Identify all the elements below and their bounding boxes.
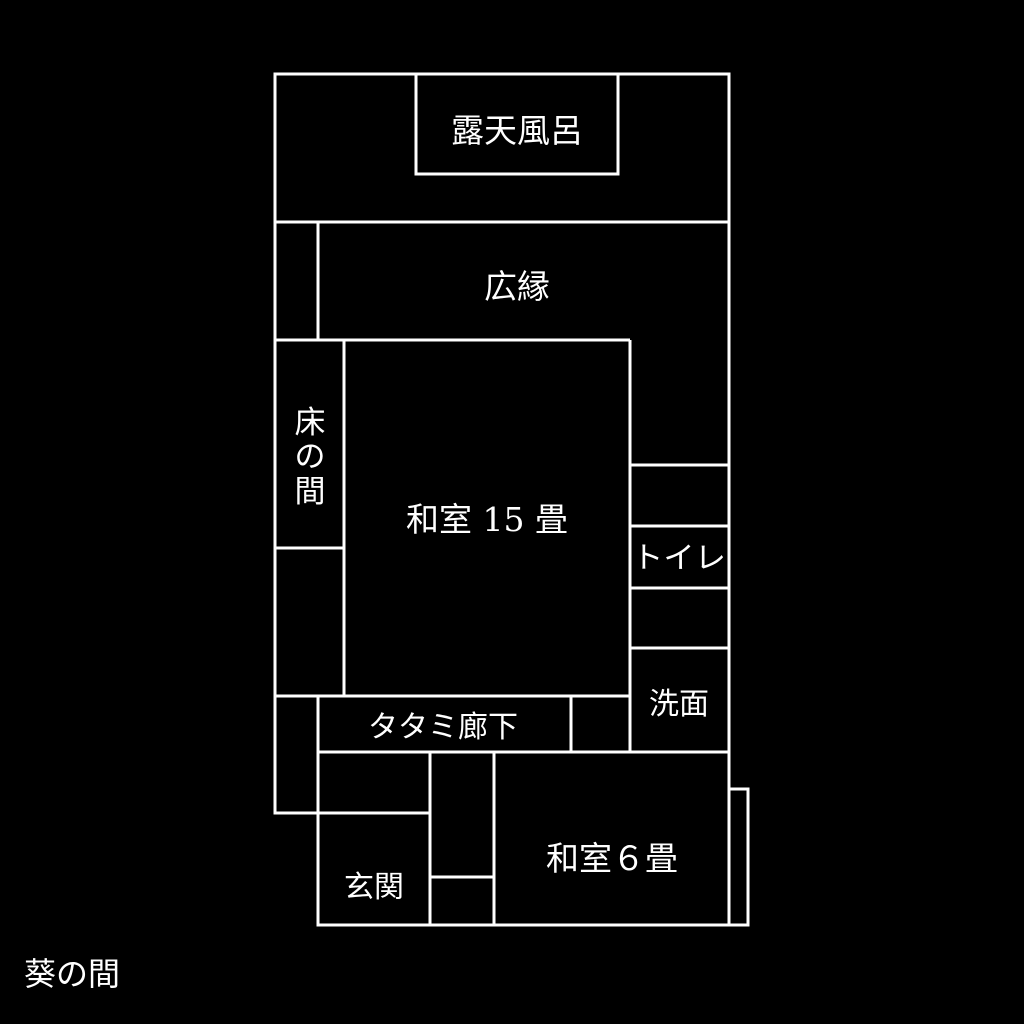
outer-wall — [273, 72, 731, 927]
label-rotenburo: 露天風呂 — [451, 111, 583, 150]
label-hirobuchi: 広縁 — [484, 267, 550, 306]
label-genkan: 玄関 — [344, 870, 404, 905]
tokonoma-char-2: の — [295, 439, 326, 475]
label-tatami-rouka: タタミ廊下 — [368, 710, 518, 745]
label-toilet: トイレ — [632, 541, 726, 576]
label-tokonoma: 床 の 間 — [295, 405, 326, 510]
tokonoma-char-3: 間 — [295, 474, 326, 510]
tokonoma-char-1: 床 — [295, 405, 326, 441]
rotenburo-room — [414, 72, 620, 176]
label-washitsu-6: 和室６畳 — [546, 839, 678, 878]
label-washitsu-15: 和室 15 畳 — [406, 500, 568, 539]
window-bay — [729, 787, 750, 927]
walls — [273, 72, 750, 927]
plan-name: 葵の間 — [24, 955, 120, 993]
label-senmen: 洗面 — [649, 687, 709, 722]
